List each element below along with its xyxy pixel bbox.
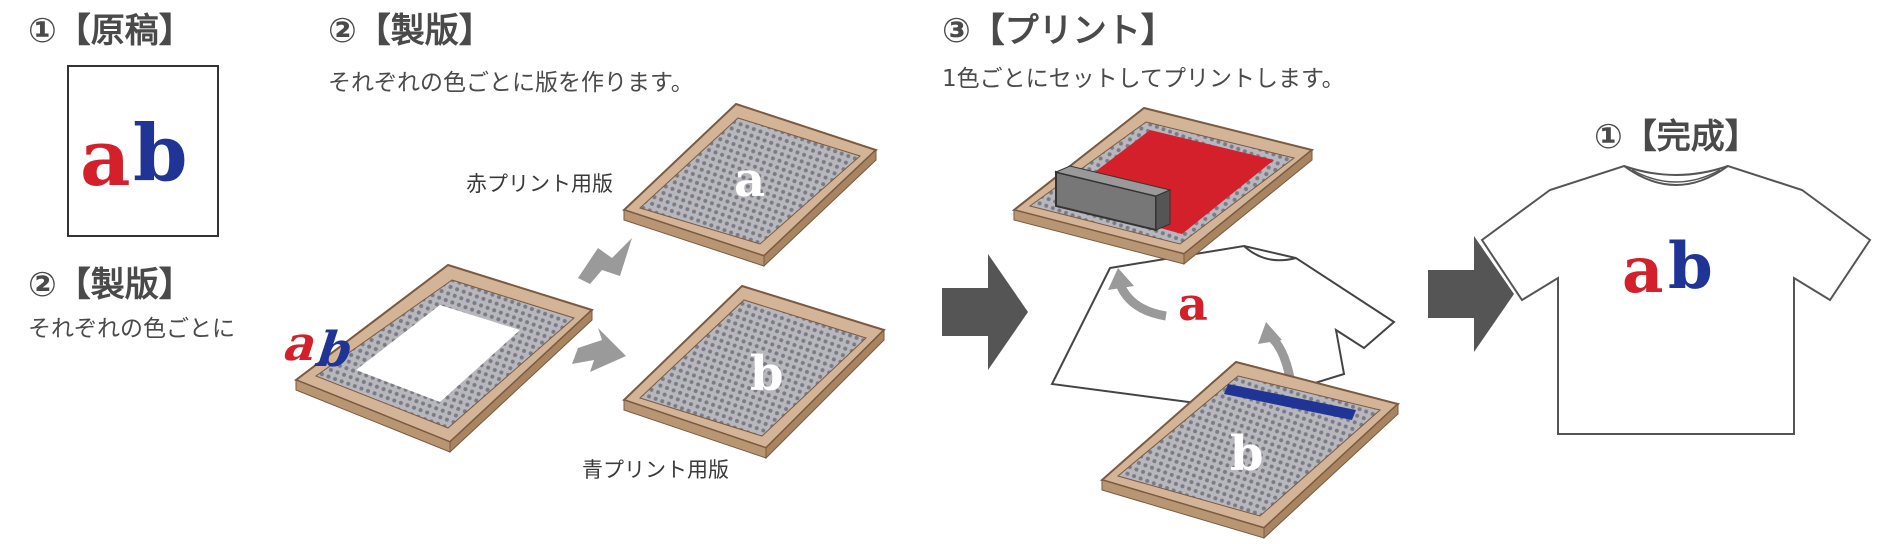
print-blue-frame: b bbox=[1099, 360, 1401, 540]
print-red-frame bbox=[1011, 106, 1315, 266]
print-title: ③【プリント】 bbox=[942, 11, 1175, 51]
big-arrow-1 bbox=[942, 254, 1028, 370]
print-tshirt: a bbox=[1050, 244, 1396, 410]
red-plate-label: 赤プリント用版 bbox=[466, 172, 613, 196]
finished-letter-b: b bbox=[1668, 229, 1713, 304]
done-title: ①【完成】 bbox=[1594, 117, 1759, 157]
platemaking-left-title: ②【製版】 bbox=[28, 265, 193, 305]
print-blue-frame-letter: b bbox=[1230, 426, 1264, 482]
big-arrow-2 bbox=[1428, 236, 1514, 352]
original-letter-a: a bbox=[80, 113, 131, 204]
platemaking-caption: それぞれの色ごとに版を作ります。 bbox=[328, 70, 694, 96]
blue-plate-letter: b bbox=[750, 346, 784, 402]
print-caption: 1色ごとにセットしてプリントします。 bbox=[942, 66, 1345, 92]
blue-ink bbox=[1224, 384, 1356, 420]
arrow-to-blue-plate bbox=[572, 328, 626, 372]
platemaking-left-caption: それぞれの色ごとに bbox=[28, 316, 235, 342]
platemaking-title: ②【製版】 bbox=[328, 11, 493, 51]
arrow-to-red-plate bbox=[578, 238, 632, 284]
original-artwork: a b bbox=[67, 65, 219, 237]
original-letter-b: b bbox=[133, 108, 188, 199]
curved-arrow-red bbox=[1115, 282, 1167, 321]
print-shirt-letter: a bbox=[1178, 277, 1208, 331]
blue-plate-label: 青プリント用版 bbox=[582, 458, 729, 482]
combined-screen-frame: a b bbox=[277, 263, 594, 454]
red-print-plate: a bbox=[622, 102, 878, 268]
finished-letter-a: a bbox=[1622, 233, 1663, 308]
red-plate-letter: a bbox=[734, 152, 765, 208]
original-title: ①【原稿】 bbox=[28, 11, 193, 51]
finished-tshirt: a b bbox=[1480, 164, 1872, 435]
blue-print-plate: b bbox=[622, 284, 886, 460]
